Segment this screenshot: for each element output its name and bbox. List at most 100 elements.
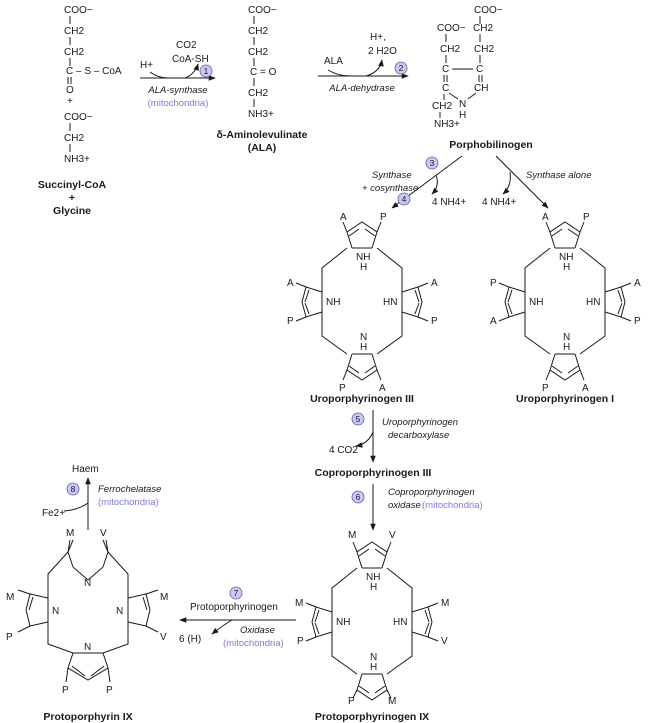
- decarboxylase-label: decarboxylase: [388, 430, 449, 441]
- pyrrole-n: N: [116, 606, 123, 617]
- step-number: 7: [234, 588, 239, 598]
- protoporphyrin-ix-structure: M V N M P N M V N P P N: [6, 528, 168, 696]
- ring-carbon: C: [442, 64, 449, 75]
- step-6-arrow: 6 Coproporphyrinogen oxidase (mitochondr…: [351, 484, 483, 531]
- ala-synthase-label: ALA-synthase: [147, 85, 207, 96]
- cosynthase-label: + cosynthase: [362, 183, 418, 194]
- ring-ch: CH: [474, 83, 488, 94]
- coo-group: COO−: [248, 5, 277, 16]
- copro-oxidase-label: oxidase: [388, 500, 421, 511]
- acetate-group: A: [542, 212, 549, 223]
- pyrrole-nh: NH: [366, 572, 380, 583]
- pyrrole-h: H: [360, 262, 367, 273]
- step-8-badge: 8: [66, 482, 80, 496]
- ch2-group: CH2: [440, 44, 460, 55]
- step-7-arrow: 7 Protoporphyrinogen Oxidase (mitochondr…: [179, 586, 296, 649]
- coo-group: COO−: [64, 112, 93, 123]
- ring-hydrogen: H: [459, 110, 466, 121]
- propionate-group: P: [380, 212, 387, 223]
- pyrrole-nh: NH: [336, 617, 350, 628]
- co2-output: 4 CO2: [329, 445, 358, 456]
- acetate-group: A: [431, 278, 438, 289]
- pyrrole-hn: HN: [383, 297, 397, 308]
- acetate-group: A: [582, 383, 589, 394]
- glycine-label: Glycine: [53, 205, 91, 217]
- pyrrole-h: H: [563, 262, 570, 273]
- succinyl-coa-label: Succinyl-CoA: [38, 179, 107, 191]
- ch2-group: CH2: [248, 26, 268, 37]
- step-number: 4: [402, 194, 407, 204]
- proto-oxidase-label: Oxidase: [240, 625, 275, 636]
- step-number: 1: [204, 66, 209, 76]
- step-3-badge: 3: [425, 156, 439, 170]
- ala-input: ALA: [324, 56, 343, 67]
- ammonium-output: 4 NH4+: [432, 197, 466, 208]
- porphobilinogen-structure: COO− COO− CH2 CH2 CH2 C C C CH N H CH2 N…: [432, 5, 503, 130]
- ala-structure: COO− CH2 CH2 C = O CH2 NH3+: [248, 5, 277, 120]
- pyrrole-h: H: [563, 342, 570, 353]
- ch2-group: CH2: [64, 47, 84, 58]
- methyl-group: M: [388, 696, 396, 707]
- ch2-group: CH2: [248, 88, 268, 99]
- ammonium-output-alt: 4 NH4+: [482, 197, 516, 208]
- ch2-group: CH2: [248, 47, 268, 58]
- ring-carbon: C: [476, 64, 483, 75]
- step-5-badge: 5: [351, 412, 365, 426]
- haem-label: Haem: [72, 464, 99, 475]
- pyrrole-nh: NH: [529, 297, 543, 308]
- propionate-group: P: [431, 316, 438, 327]
- pyrrole-n: N: [563, 332, 570, 343]
- coo-group: COO−: [437, 23, 466, 34]
- step-6-badge: 6: [351, 490, 365, 504]
- copro-oxidase-name: Coproporphyrinogen: [388, 487, 475, 498]
- methyl-group: M: [295, 598, 303, 609]
- mitochondria-label: (mitochondria): [148, 98, 209, 109]
- carbonyl-o: O: [66, 85, 74, 96]
- propionate-group: P: [297, 636, 304, 647]
- decarboxylase-name: Uroporphyrinogen: [382, 417, 458, 428]
- methyl-group: M: [441, 598, 449, 609]
- uroporphyrinogen-iii-label: Uroporphyrinogen III: [310, 393, 414, 405]
- propionate-group: P: [62, 685, 69, 696]
- pyrrole-h: H: [370, 582, 377, 593]
- ala-name-label: δ-Aminolevulinate: [217, 129, 308, 141]
- methyl-group: M: [160, 592, 168, 603]
- propionate-group: P: [348, 696, 355, 707]
- nh3-group: NH3+: [434, 119, 460, 130]
- methyl-group: M: [66, 528, 74, 539]
- step-number: 8: [71, 484, 76, 494]
- vinyl-group: V: [160, 632, 167, 643]
- synthase-alone-label: Synthase alone: [526, 170, 592, 181]
- ch2-group: CH2: [64, 26, 84, 37]
- glycine-structure: COO− CH2 NH3+: [64, 112, 93, 165]
- acetate-group: A: [490, 316, 497, 327]
- pyrrole-hn: HN: [393, 617, 407, 628]
- protoporphyrin-ix-label: Protoporphyrin IX: [43, 711, 132, 723]
- step-8-arrow: 8 Fe2+ Ferrochelatase (mitochondria): [42, 477, 161, 530]
- carbonyl-group: C = O: [250, 67, 277, 78]
- step-number: 2: [399, 63, 404, 73]
- step-number: 5: [356, 414, 361, 424]
- water-output: 2 H2O: [368, 46, 397, 57]
- ferrochelatase-label: Ferrochelatase: [98, 484, 161, 495]
- plus-sign: +: [67, 96, 73, 107]
- pyrrole-n: N: [360, 332, 367, 343]
- step-3-4-arrows: 3 4 Synthase + cosynthase 4 NH4+ Synthas…: [362, 155, 592, 209]
- coo-group: COO−: [474, 5, 503, 16]
- mitochondria-label: (mitochondria): [223, 638, 284, 649]
- ring-carbon: C: [442, 83, 449, 94]
- pyrrole-hn: HN: [586, 297, 600, 308]
- vinyl-group: V: [100, 528, 107, 539]
- step-4-badge: 4: [397, 192, 411, 206]
- coproporphyrinogen-iii-label: Coproporphyrinogen III: [315, 467, 432, 479]
- ala-abbr-label: (ALA): [248, 142, 277, 154]
- acetate-group: A: [379, 383, 386, 394]
- iron-input: Fe2+: [42, 508, 65, 519]
- propionate-group: P: [287, 316, 294, 327]
- step-1-badge: 1: [199, 64, 213, 78]
- acetate-group: A: [634, 278, 641, 289]
- nh3-group: NH3+: [64, 154, 90, 165]
- methyl-group: M: [348, 530, 356, 541]
- step-7-badge: 7: [229, 586, 243, 600]
